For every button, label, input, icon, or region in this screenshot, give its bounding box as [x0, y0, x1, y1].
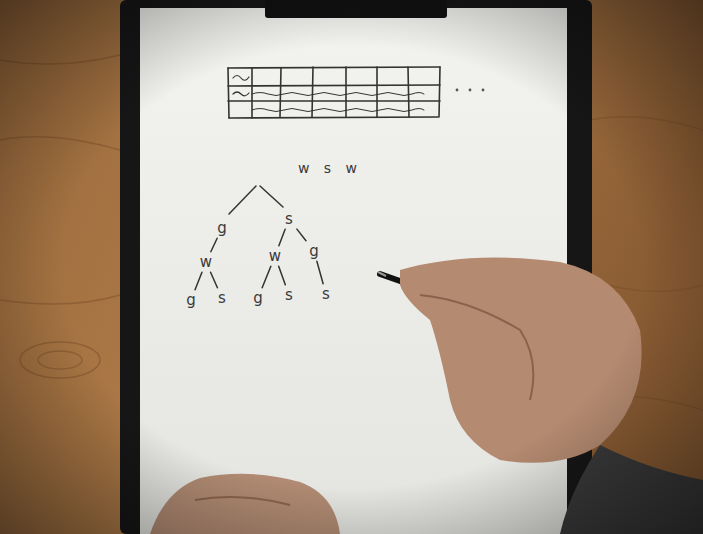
tree-branch	[279, 266, 286, 285]
tree-letter: w	[266, 247, 284, 266]
tree-letter: s	[215, 289, 229, 308]
node-text: s	[285, 210, 293, 228]
tree-branch	[297, 229, 306, 241]
sequence-label: w s w	[298, 160, 362, 176]
node-text: g	[309, 242, 319, 260]
tree-letter: s	[282, 286, 296, 305]
node-text: s	[218, 289, 226, 307]
tree-branch	[317, 261, 323, 284]
tree-letter: g	[306, 242, 322, 261]
tree-letter: s	[282, 210, 296, 229]
tree-letter: g	[214, 219, 230, 238]
tree-branch	[211, 238, 217, 252]
tree-branch	[279, 229, 285, 246]
node-text: g	[253, 289, 263, 307]
node-text: s	[322, 285, 330, 303]
tree-branch	[262, 266, 271, 288]
tree-branch	[211, 272, 218, 288]
tree-letter: s	[319, 285, 333, 304]
tree-letter: g	[183, 291, 199, 310]
tree-letter: g	[250, 289, 266, 308]
tree-branch	[195, 272, 202, 290]
node-text: g	[217, 219, 227, 237]
node-text: g	[186, 291, 196, 309]
tree-letter: w	[197, 253, 215, 272]
node-text: w	[269, 247, 281, 265]
node-text: s	[285, 286, 293, 304]
node-text: w	[200, 253, 212, 271]
